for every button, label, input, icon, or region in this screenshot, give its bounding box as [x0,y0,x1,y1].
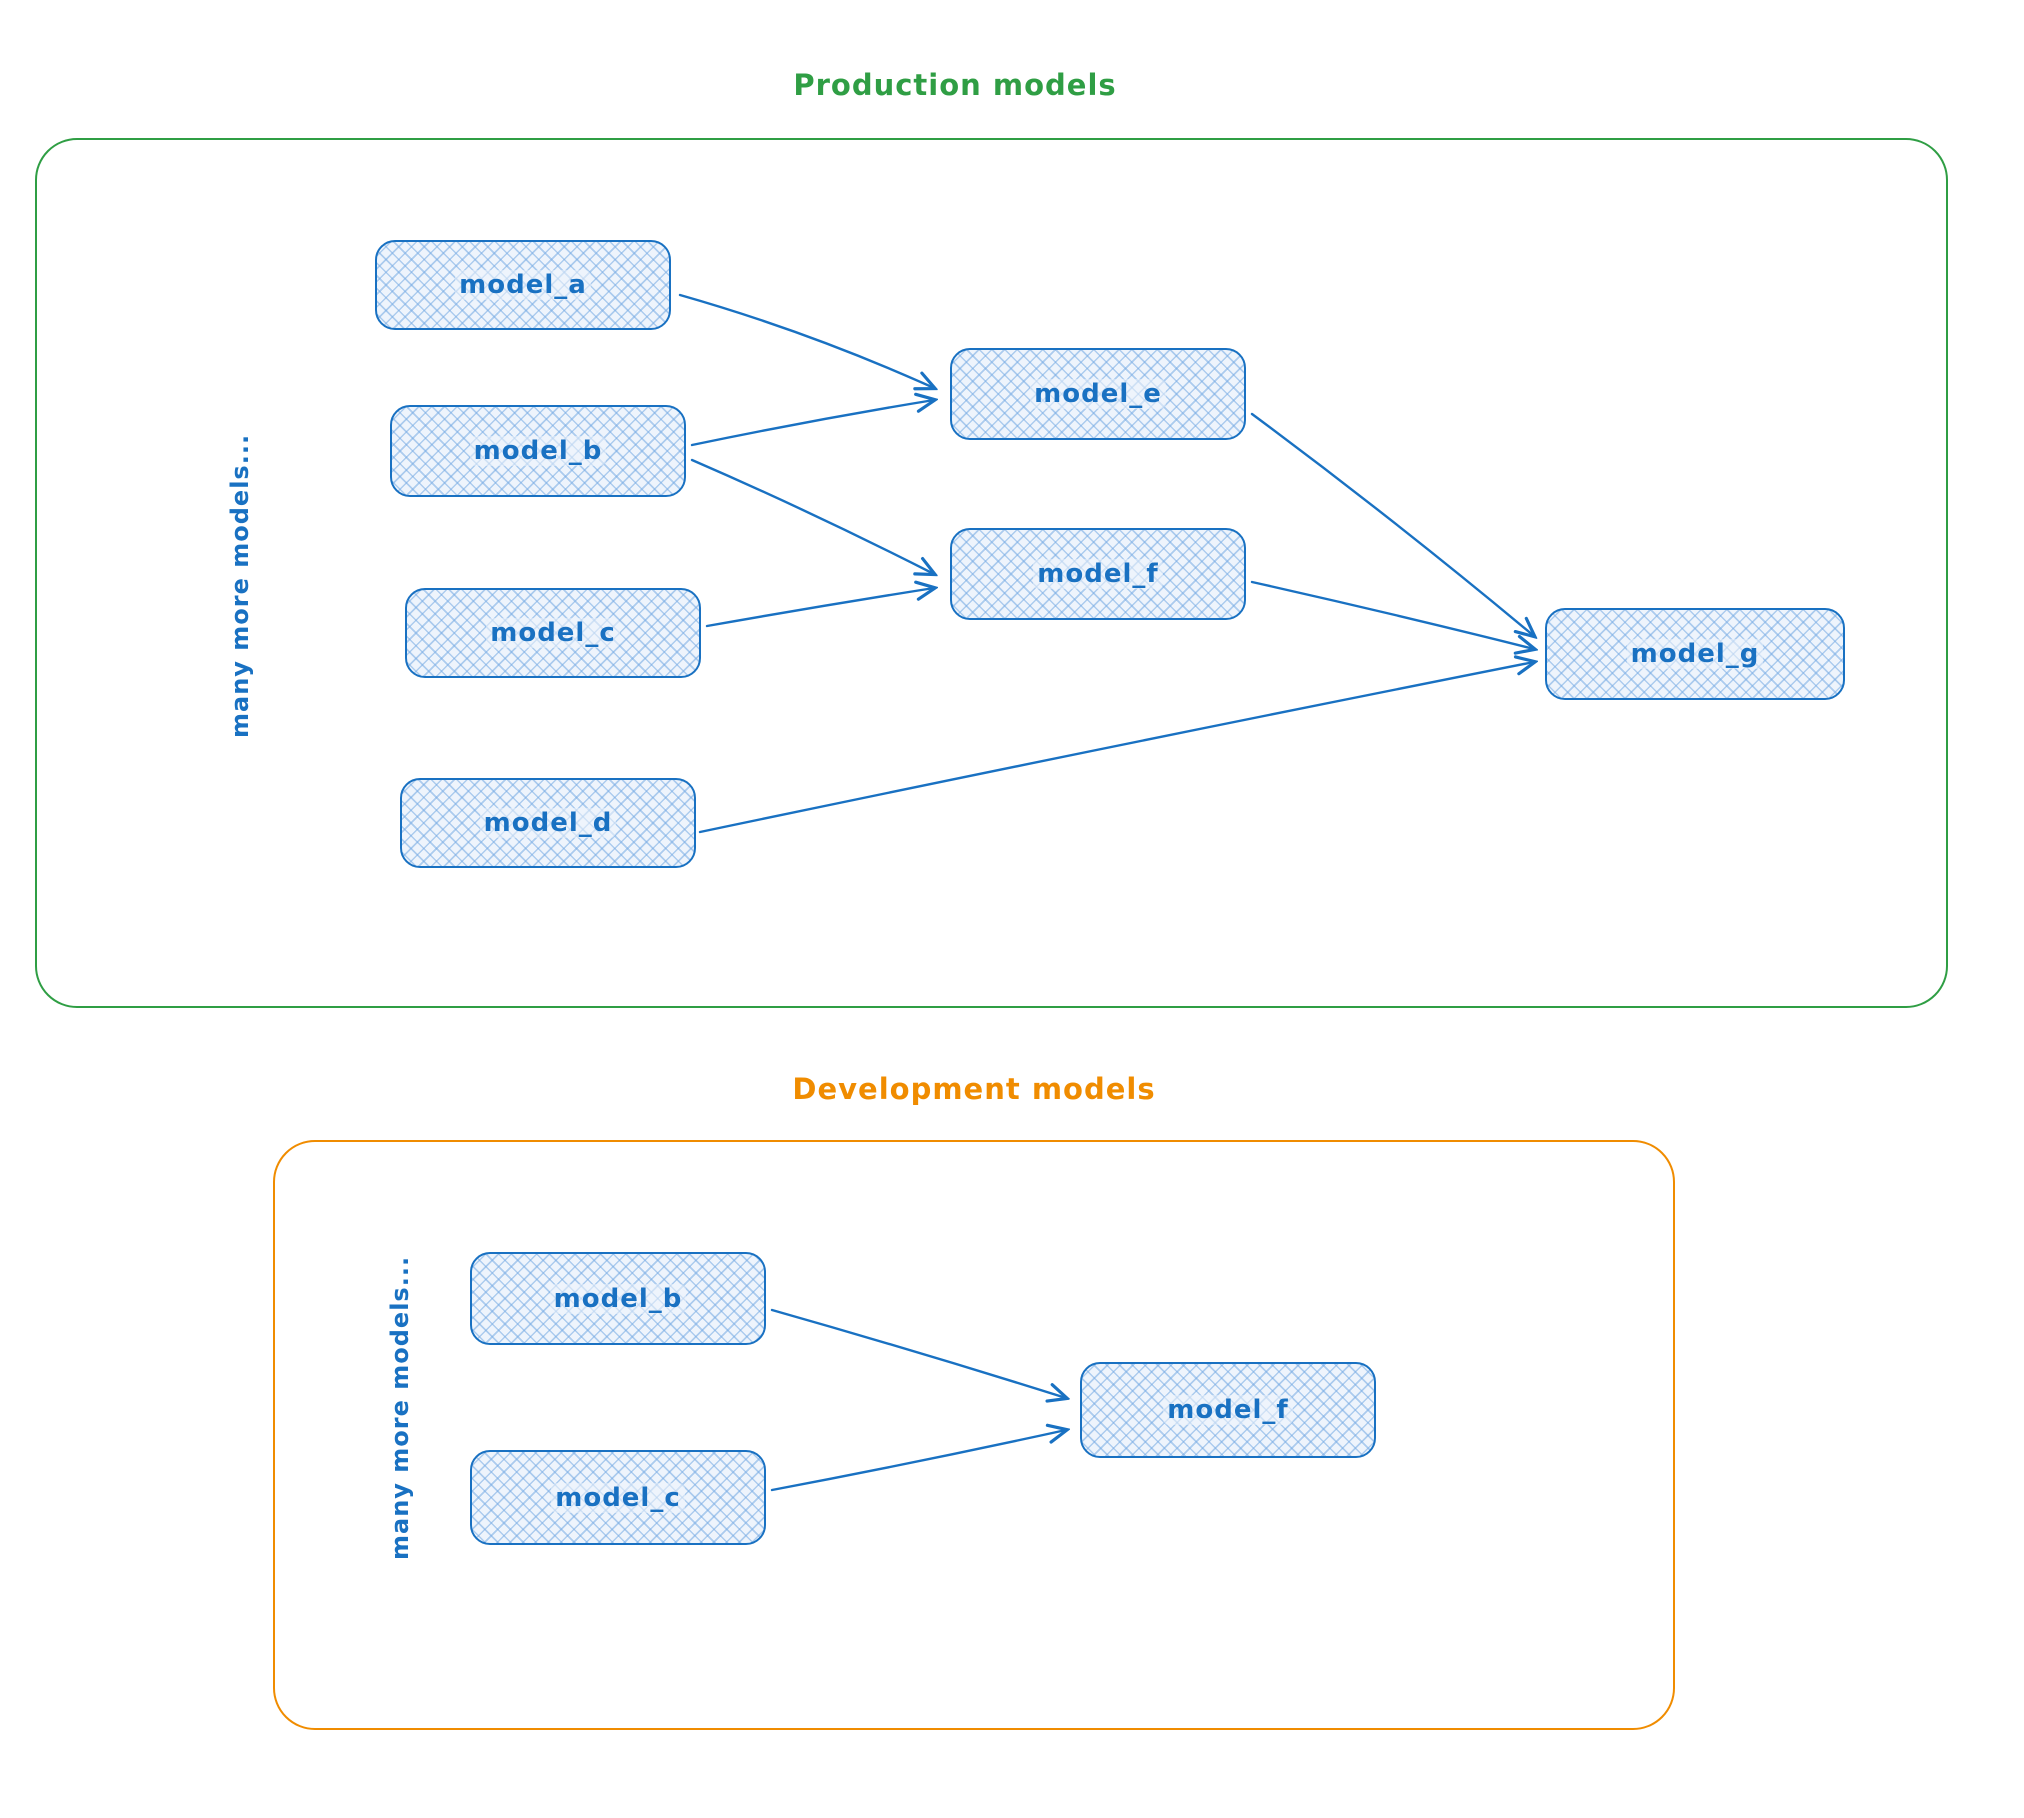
node-development-model_f: model_f [1080,1362,1376,1458]
node-label: model_f [1163,1395,1293,1425]
node-development-model_b: model_b [470,1252,766,1345]
development-side-label: many more models... [386,1255,414,1560]
node-production-model_f: model_f [950,528,1246,620]
production-side-label: many more models... [226,433,254,738]
node-label: model_b [549,1283,687,1314]
node-label: model_c [486,618,620,648]
development-frame [273,1140,1675,1730]
development-section-title: Development models [792,1072,1156,1106]
node-label: model_d [479,808,617,838]
node-production-model_a: model_a [375,240,671,330]
production-section-title: Production models [793,68,1117,102]
node-production-model_c: model_c [405,588,701,678]
node-label: model_c [551,1482,685,1513]
production-frame [35,138,1948,1008]
node-label: model_b [469,436,607,466]
node-production-model_d: model_d [400,778,696,868]
node-development-model_c: model_c [470,1450,766,1545]
node-production-model_e: model_e [950,348,1246,440]
node-production-model_g: model_g [1545,608,1845,700]
node-label: model_e [1030,379,1166,409]
node-production-model_b: model_b [390,405,686,497]
node-label: model_g [1626,639,1764,669]
node-label: model_a [455,270,591,300]
node-label: model_f [1033,559,1163,589]
